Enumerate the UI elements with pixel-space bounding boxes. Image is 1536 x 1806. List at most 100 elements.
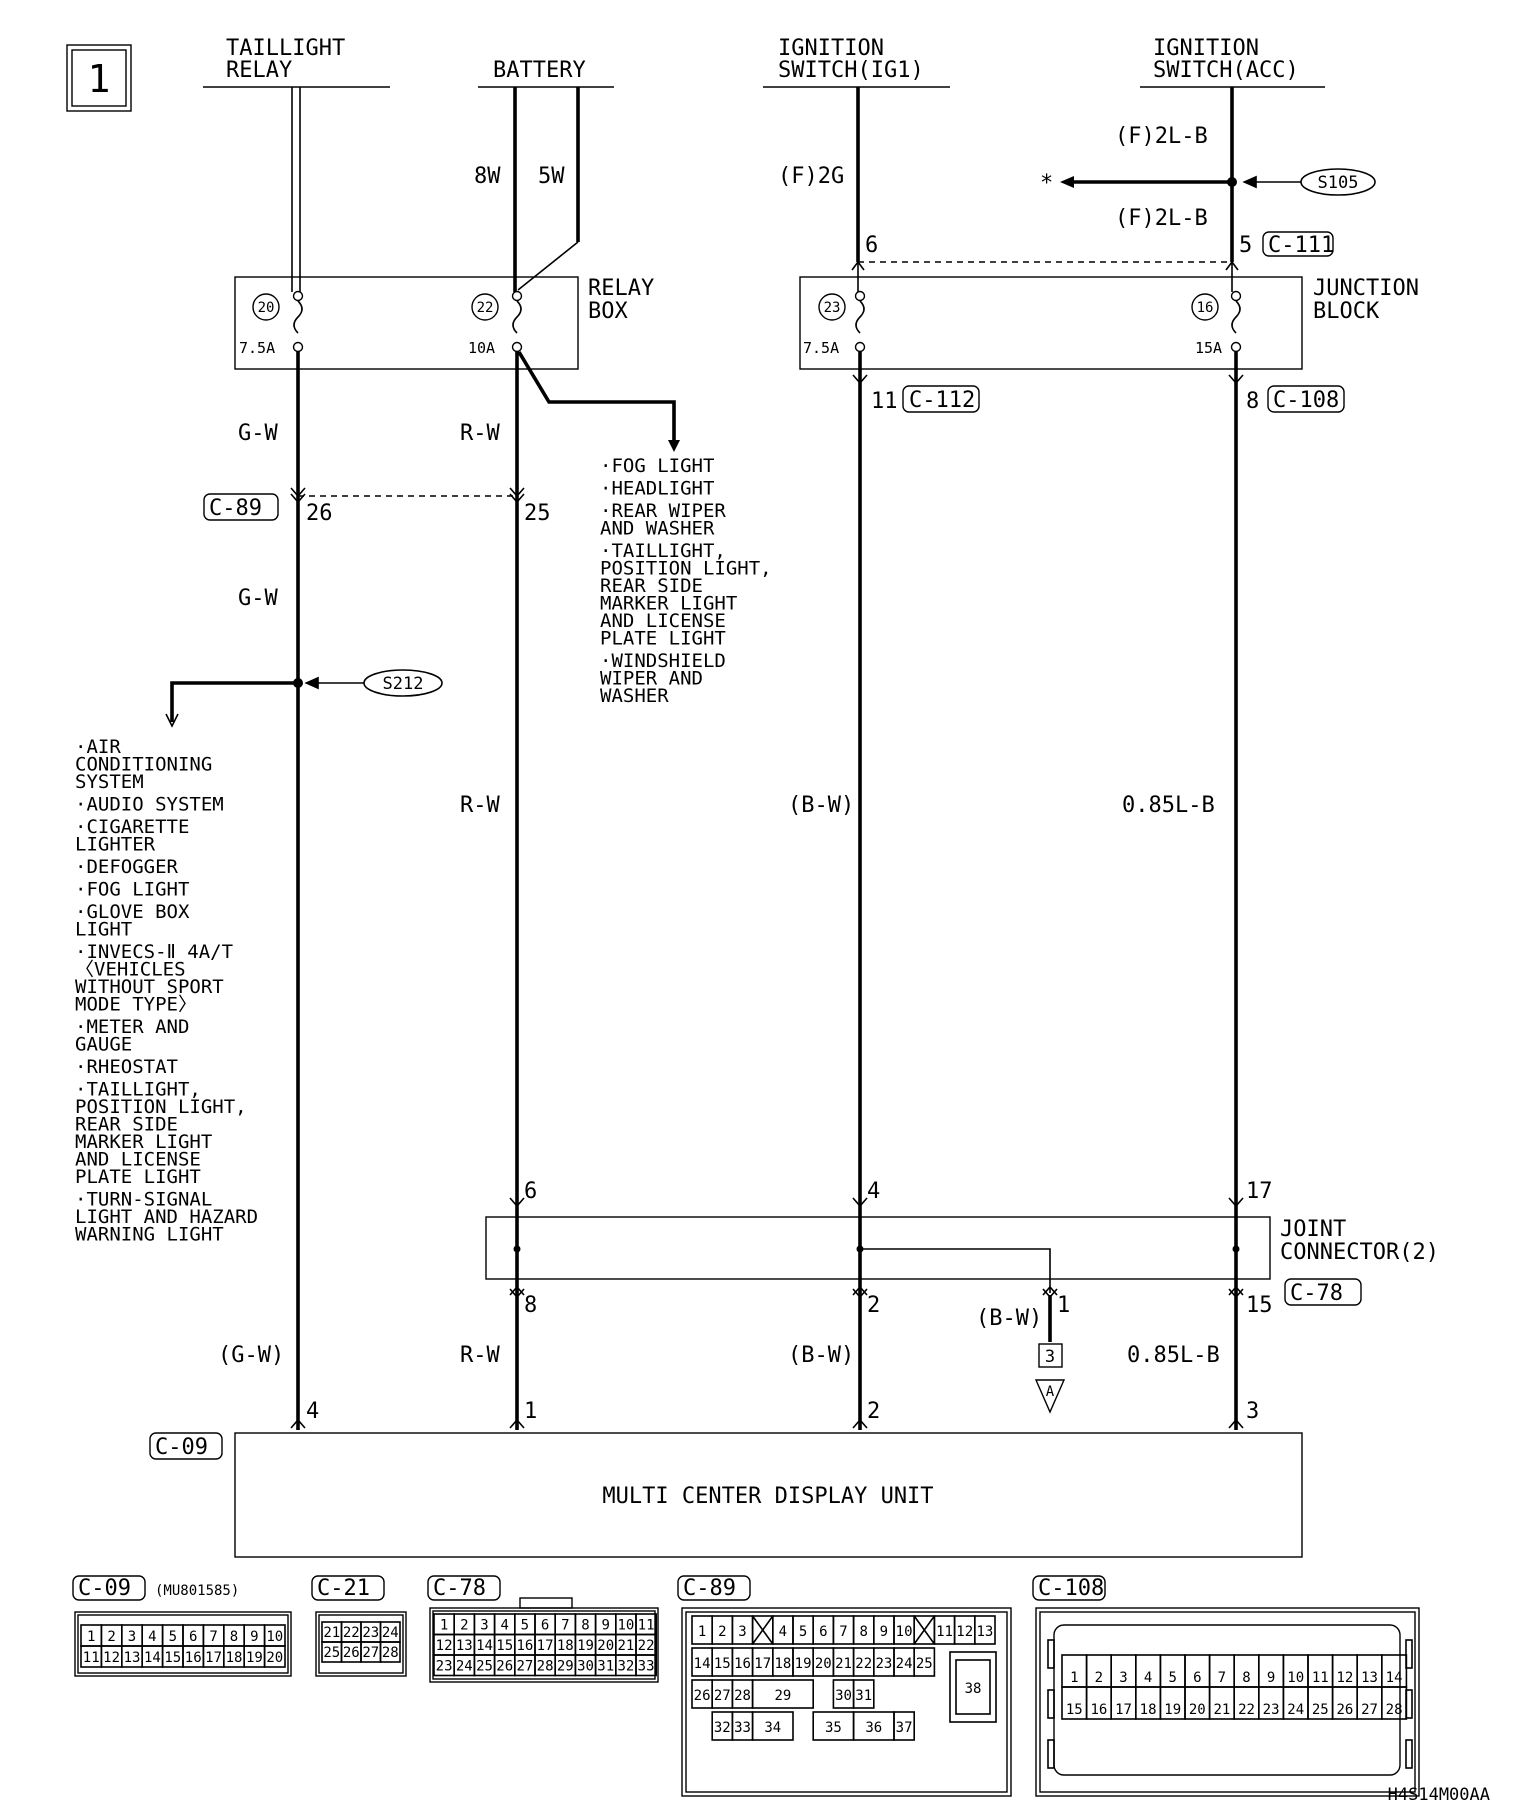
connector-view-c09-label: C-09 <box>78 1576 131 1601</box>
joint-connector: 6 4 17 JOINT CONNECTOR(2) 8 2 1 15 C-78 <box>485 1179 1439 1318</box>
svg-text:15A: 15A <box>1195 339 1222 357</box>
relay-feed-item-3: ·TAILLIGHT, <box>600 540 726 562</box>
c89-pin-10: 10 <box>896 1624 913 1640</box>
svg-text:SWITCH(ACC): SWITCH(ACC) <box>1153 58 1299 83</box>
c78-pin-16: 16 <box>516 1638 533 1654</box>
c89-pin-2: 2 <box>718 1624 726 1640</box>
page-number-box: 1 <box>66 44 132 112</box>
svg-text:BLOCK: BLOCK <box>1313 299 1380 324</box>
c108-pin-23: 23 <box>1263 1702 1280 1718</box>
svg-text:JOINT: JOINT <box>1280 1217 1346 1242</box>
c89-pin-27: 27 <box>714 1688 731 1704</box>
c78-pin-28: 28 <box>537 1659 554 1675</box>
s212-feed-item-0: ·AIR <box>75 736 121 758</box>
c78-pin-24: 24 <box>456 1659 473 1675</box>
svg-text:22: 22 <box>477 300 494 316</box>
c09-pin-15: 15 <box>164 1650 181 1666</box>
wire-ig1-feed: (F)2G 6 <box>778 87 878 262</box>
s212-feed-list: ·AIR CONDITIONING SYSTEM·AUDIO SYSTEM·CI… <box>75 736 258 1246</box>
c108-pin-26: 26 <box>1336 1702 1353 1718</box>
svg-text:C-89: C-89 <box>209 496 262 521</box>
c78-pin-31: 31 <box>597 1659 614 1675</box>
c89-pin-4: 4 <box>779 1624 787 1640</box>
connector-view-c09-part: (MU801585) <box>155 1583 239 1599</box>
c89-pin-16: 16 <box>734 1656 751 1672</box>
c108-pin-15: 15 <box>1066 1702 1083 1718</box>
svg-text:BOX: BOX <box>588 299 628 324</box>
c108-pin-16: 16 <box>1090 1702 1107 1718</box>
c89-pin-7: 7 <box>839 1624 847 1640</box>
svg-text:1: 1 <box>1057 1293 1070 1318</box>
relay-feed-item-4: WASHER <box>600 685 669 707</box>
c108-pin-11: 11 <box>1312 1670 1329 1686</box>
c89-pin-22: 22 <box>855 1656 872 1672</box>
c78-pin-32: 32 <box>617 1659 634 1675</box>
c09-pin-9: 9 <box>250 1629 258 1645</box>
c78-pin-6: 6 <box>541 1618 549 1634</box>
c09-pin-19: 19 <box>246 1650 263 1666</box>
c78-pin-27: 27 <box>516 1659 533 1675</box>
svg-text:10A: 10A <box>468 339 495 357</box>
c21-pin-27: 27 <box>362 1645 379 1661</box>
wire-label-5w: 5W <box>538 164 565 189</box>
c78-pin-17: 17 <box>537 1638 554 1654</box>
c89-pin-6: 6 <box>819 1624 827 1640</box>
svg-text:2: 2 <box>867 1293 880 1318</box>
source-battery: BATTERY <box>478 58 614 88</box>
ground-reference: (B-W) 3 A <box>976 1295 1066 1414</box>
c89-pin-35: 35 <box>825 1720 842 1736</box>
c89-pin-3: 3 <box>738 1624 746 1640</box>
c89-pin-23: 23 <box>875 1656 892 1672</box>
relay-feed-item-3: PLATE LIGHT <box>600 628 726 650</box>
svg-text:8: 8 <box>1246 389 1259 414</box>
c108-pin-7: 7 <box>1218 1670 1226 1686</box>
c89-pin-24: 24 <box>896 1656 913 1672</box>
wire-taillight-relay-feed <box>291 87 301 292</box>
c89-pin-31: 31 <box>855 1688 872 1704</box>
s212-feed-item-6: 〈VEHICLES <box>75 959 186 981</box>
c108-pin-2: 2 <box>1095 1670 1103 1686</box>
svg-text:(B-W): (B-W) <box>788 793 854 818</box>
svg-text:TAILLIGHT: TAILLIGHT <box>226 36 345 61</box>
junction-block: JUNCTION BLOCK 23 7.5A 16 15A <box>799 260 1419 370</box>
svg-text:8: 8 <box>524 1293 537 1318</box>
c78-pin-33: 33 <box>638 1659 655 1675</box>
c108-pin-8: 8 <box>1242 1670 1250 1686</box>
c108-pin-24: 24 <box>1287 1702 1304 1718</box>
c09-pin-14: 14 <box>144 1650 161 1666</box>
svg-text:6: 6 <box>865 233 878 258</box>
c108-pin-5: 5 <box>1168 1670 1176 1686</box>
s212-feed-item-9: POSITION LIGHT, <box>75 1096 247 1118</box>
connector-c78: C-78 <box>1290 1281 1343 1306</box>
c09-pin-16: 16 <box>185 1650 202 1666</box>
c89-pin-14: 14 <box>694 1656 711 1672</box>
svg-text:6: 6 <box>524 1179 537 1204</box>
c89-pin-25: 25 <box>916 1656 933 1672</box>
wire-0-85l-b: 0.85L-B <box>1122 385 1238 1430</box>
c89-pin-29: 29 <box>774 1688 791 1704</box>
svg-text:23: 23 <box>824 300 841 316</box>
c78-pin-20: 20 <box>597 1638 614 1654</box>
wire-g-w: G-W G-W 26 <box>238 352 333 1430</box>
c89-pin-19: 19 <box>795 1656 812 1672</box>
svg-text:JUNCTION: JUNCTION <box>1313 276 1419 301</box>
c09-pin-3: 3 <box>128 1629 136 1645</box>
connector-c112: C-112 <box>909 388 975 413</box>
wire-r-w: R-W R-W 25 <box>460 352 551 1430</box>
c108-pin-25: 25 <box>1312 1702 1329 1718</box>
svg-text:7.5A: 7.5A <box>803 339 839 357</box>
c89-pin-8: 8 <box>859 1624 867 1640</box>
svg-text:15: 15 <box>1246 1293 1273 1318</box>
c09-pin-1: 1 <box>87 1629 95 1645</box>
splice-star: * <box>1040 171 1053 196</box>
c09-pin-8: 8 <box>230 1629 238 1645</box>
svg-text:0.85L-B: 0.85L-B <box>1122 793 1215 818</box>
relay-feed-item-4: WIPER AND <box>600 668 703 690</box>
s212-feed-item-8: ·RHEOSTAT <box>75 1056 178 1078</box>
relay-feed-item-3: REAR SIDE <box>600 575 703 597</box>
c78-pin-10: 10 <box>617 1618 634 1634</box>
connector-view-c78-label: C-78 <box>433 1576 486 1601</box>
c78-pin-18: 18 <box>557 1638 574 1654</box>
c78-pin-25: 25 <box>476 1659 493 1675</box>
